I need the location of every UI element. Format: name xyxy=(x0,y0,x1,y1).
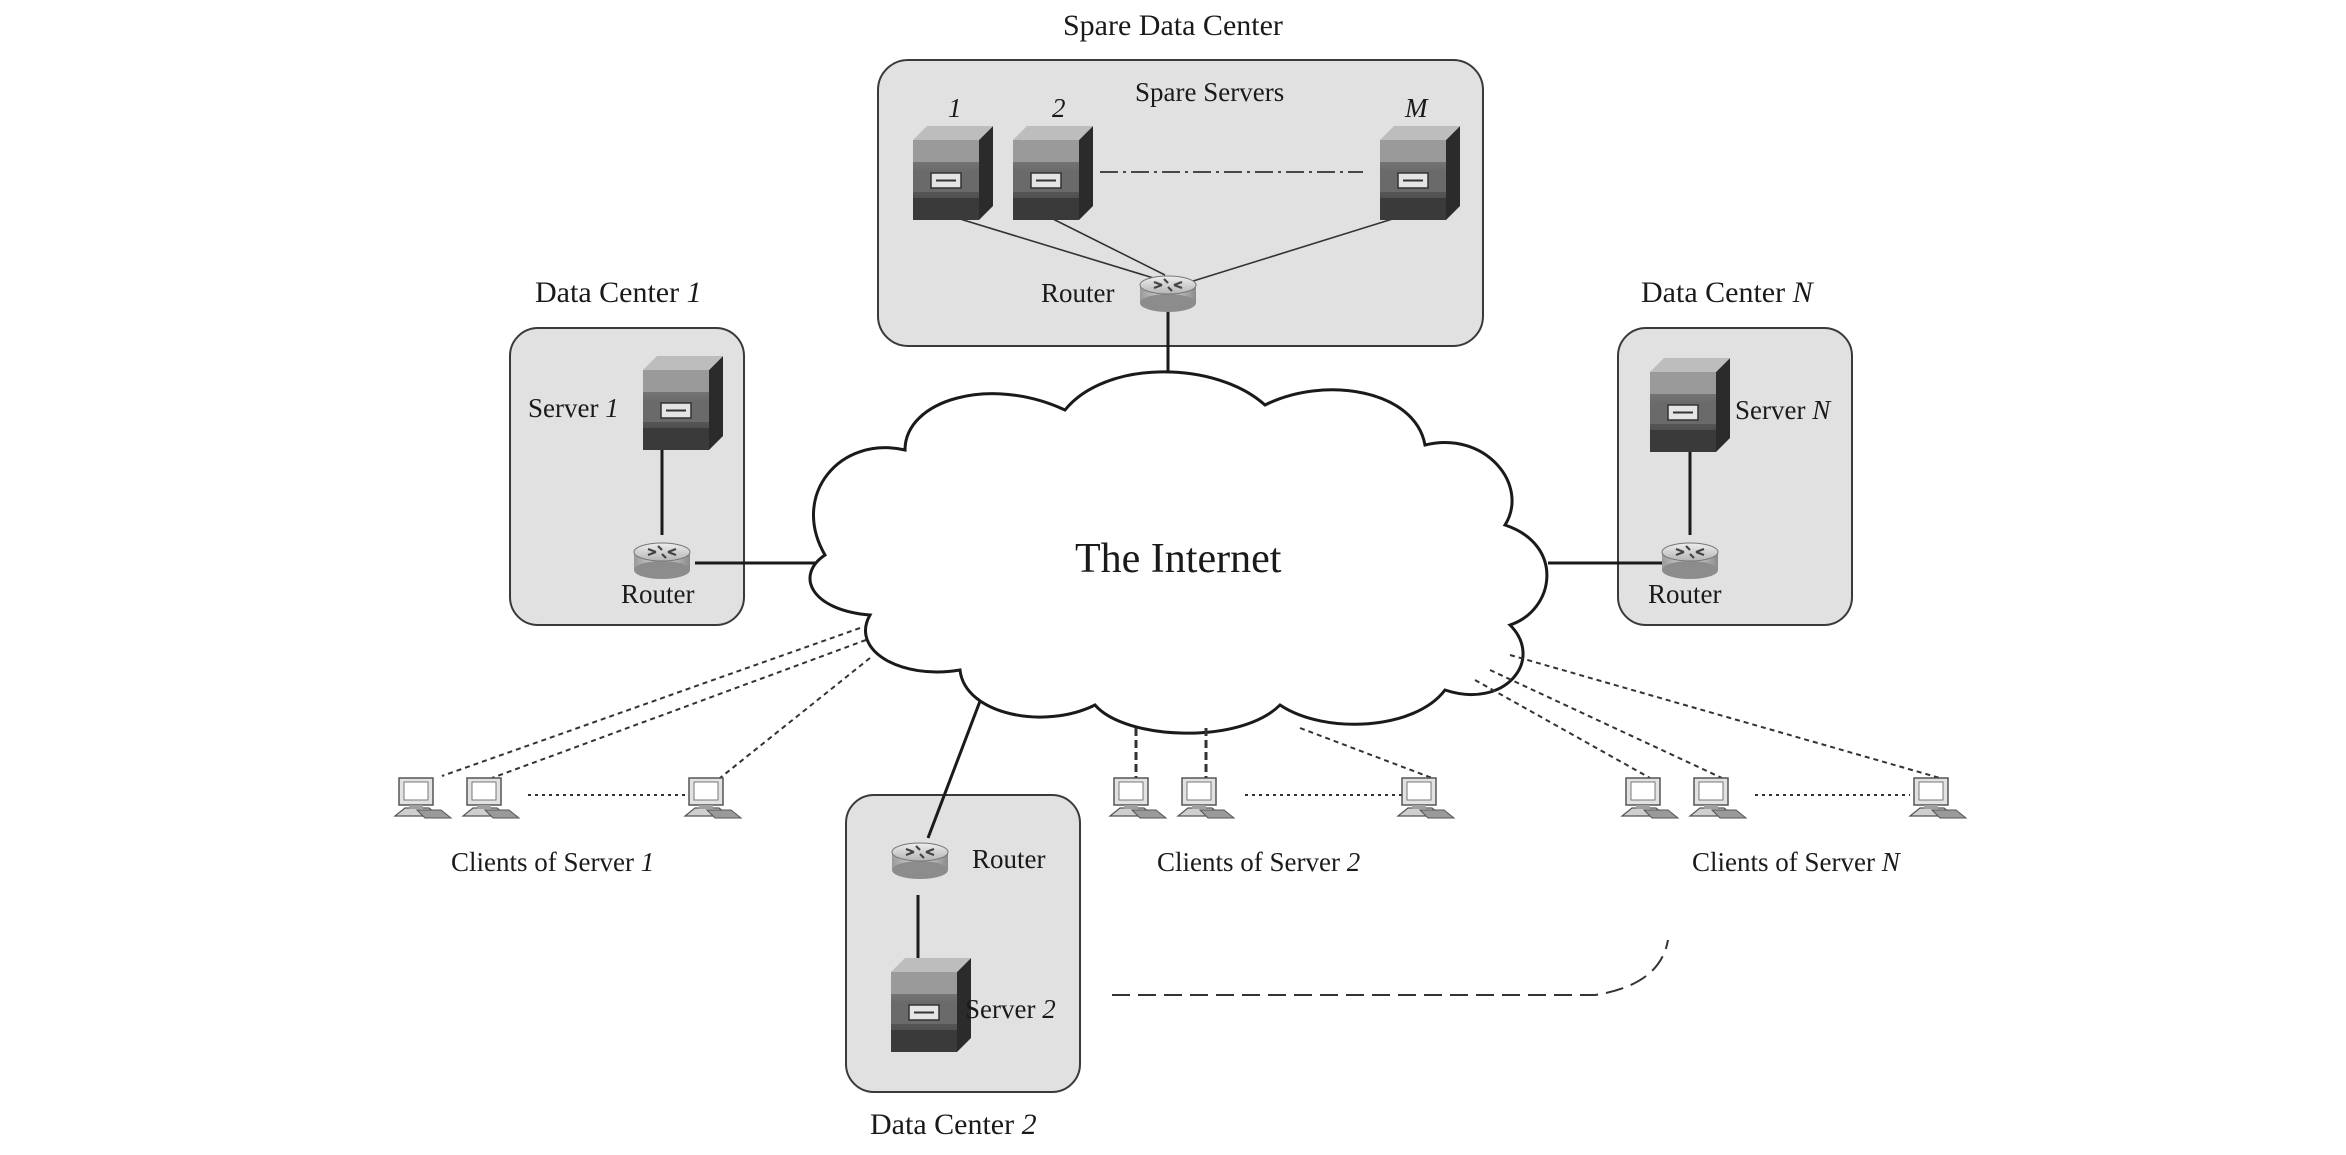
client-1c-icon xyxy=(684,777,742,819)
router-2-icon xyxy=(890,841,950,881)
spare-server-1-number: 1 xyxy=(948,93,962,123)
client-2a-icon xyxy=(1109,777,1167,819)
datacenter-n-title: Data Center N xyxy=(1641,276,1813,309)
spare-server-m-icon xyxy=(1379,125,1461,221)
spare-server-2-number: 2 xyxy=(1052,93,1066,123)
client-nb-icon xyxy=(1689,777,1747,819)
client-2b-icon xyxy=(1177,777,1235,819)
internet-cloud xyxy=(808,370,1549,735)
server-n-icon xyxy=(1649,357,1731,453)
datacenter-1-title: Data Center 1 xyxy=(535,276,702,309)
server-1-label: Server 1 xyxy=(528,393,619,423)
server-2-icon xyxy=(890,957,972,1053)
client-nc-icon xyxy=(1909,777,1967,819)
spare-server-m-number: M xyxy=(1405,93,1428,123)
clients-server-n-label: Clients of Server N xyxy=(1692,847,1900,877)
client-2c-icon xyxy=(1397,777,1455,819)
client-1a-icon xyxy=(394,777,452,819)
server-2-label: Server 2 xyxy=(965,994,1056,1024)
client-links xyxy=(441,627,1941,796)
client-1b-icon xyxy=(462,777,520,819)
spare-router-label: Router xyxy=(1041,278,1115,308)
server-1-icon xyxy=(642,355,724,451)
spare-datacenter-title: Spare Data Center xyxy=(1063,9,1283,42)
datacenter-2-title: Data Center 2 xyxy=(870,1108,1037,1141)
server2-dashed-link xyxy=(1112,939,1669,996)
router-n-label: Router xyxy=(1648,579,1722,609)
server-n-label: Server N xyxy=(1735,395,1831,425)
clients-server-1-label: Clients of Server 1 xyxy=(451,847,655,877)
spare-router-icon xyxy=(1138,274,1198,314)
internet-label: The Internet xyxy=(1075,536,1282,582)
router-n-icon xyxy=(1660,541,1720,581)
router-2-label: Router xyxy=(972,844,1046,874)
router-1-icon xyxy=(632,541,692,581)
clients-server-2-label: Clients of Server 2 xyxy=(1157,847,1361,877)
spare-server-links xyxy=(946,171,1416,283)
router-1-label: Router xyxy=(621,579,695,609)
client-na-icon xyxy=(1621,777,1679,819)
spare-servers-label: Spare Servers xyxy=(1135,77,1285,107)
spare-server-1-icon xyxy=(912,125,994,221)
spare-server-2-icon xyxy=(1012,125,1094,221)
datacenter-2-box xyxy=(845,794,1081,1093)
